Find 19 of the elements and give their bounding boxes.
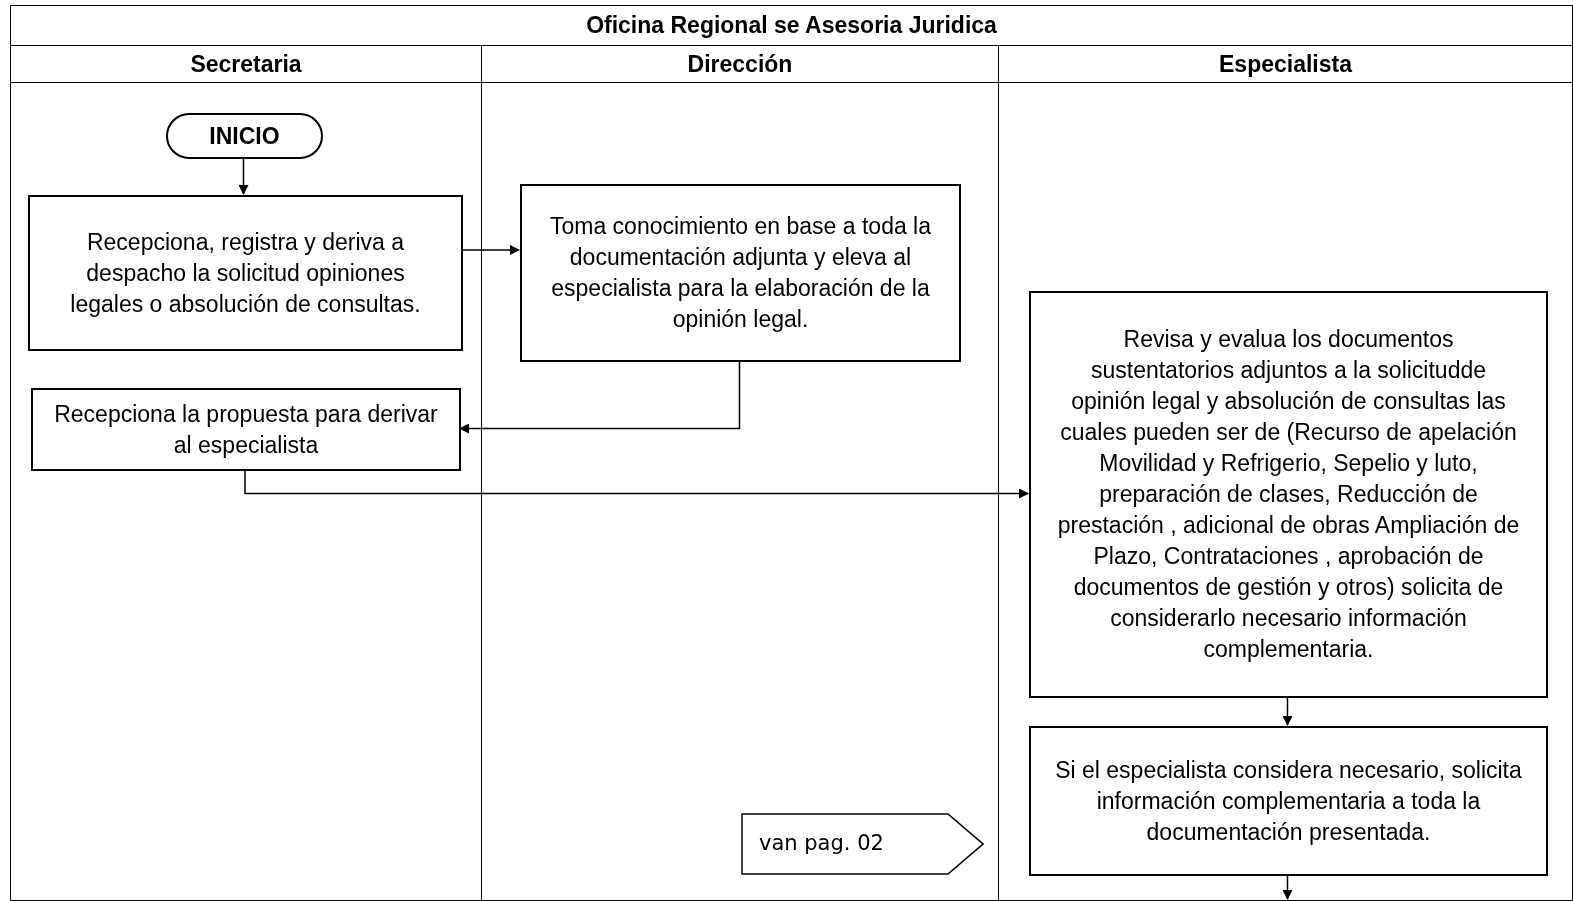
arrow <box>461 245 520 255</box>
lane-header: Dirección <box>482 46 998 83</box>
process-box: Si el especialista considera necesario, solicita información complementaria a toda la documentación presentada. <box>1029 726 1548 876</box>
arrow <box>1282 696 1293 726</box>
process-box: Recepciona, registra y deriva a despacho la solicitud opiniones legales o absolución de consultas. <box>28 195 463 351</box>
lane-header: Secretaria <box>11 46 481 83</box>
arrow <box>238 157 249 195</box>
arrow <box>244 469 1029 499</box>
start-terminal: INICIO <box>166 113 323 159</box>
lane-header: Especialista <box>999 46 1572 83</box>
swimlane <box>998 45 1573 901</box>
off-page-connector: van pag. 02 <box>741 813 984 875</box>
swimlane <box>10 45 482 901</box>
process-box: Revisa y evalua los documentos sustentatorios adjuntos a la solicitudde opinión legal y absolución de consultas las cuales pueden ser de (Recurso de apelación Movilidad y Refrigerio, Sepelio y luto, preparación de clases, Reducción de prestación , adicional de obras Ampliación de Plazo, Contrataciones , aprobación de documentos de gestión y otros) solicita de considerarlo necesario información complementaria. <box>1029 291 1548 698</box>
arrow <box>1282 874 1293 900</box>
process-box: Recepciona la propuesta para derivar al especialista <box>31 388 461 471</box>
arrow <box>459 360 741 434</box>
process-box: Toma conocimiento en base a toda la documentación adjunta y eleva al especialista para la elaboración de la opinión legal. <box>520 184 961 362</box>
diagram-title: Oficina Regional se Asesoria Juridica <box>10 5 1573 46</box>
